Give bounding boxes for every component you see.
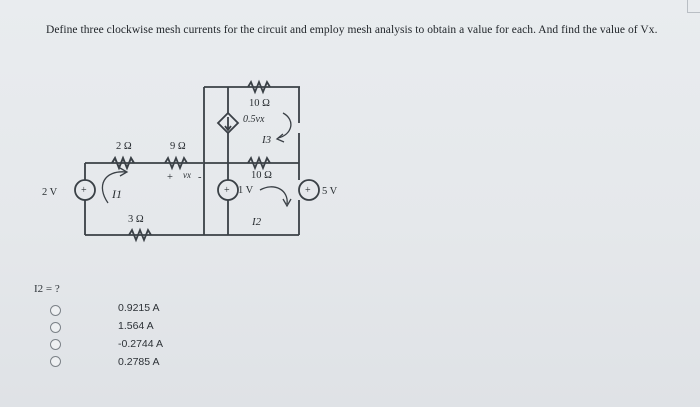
option-label-3[interactable]: -0.2744 A [118,338,163,350]
resistor-10-mid-zigzag [247,155,271,171]
source-5v-circle [298,179,320,201]
dependent-source-label: 0.5vx [243,114,265,125]
mesh-1-arrow [101,171,127,204]
source-5v-label: 5 V [322,186,338,197]
vx-minus: - [198,172,202,183]
resistor-2-zigzag [111,155,135,171]
mesh-3-label: I3 [261,134,272,146]
source-2v-circle [74,179,96,201]
mesh-3-arrow [277,112,292,139]
option-label-4[interactable]: 0.2785 A [118,356,160,368]
page-corner [687,0,700,13]
vx-plus: + [167,172,173,183]
source-2v-plus: + [81,185,87,196]
source-1v-plus: + [224,185,230,196]
option-label-2[interactable]: 1.564 A [118,320,154,332]
resistor-9-zigzag [164,155,188,171]
option-radio-3[interactable] [50,339,61,350]
resistor-10-mid-label: 10 Ω [251,170,272,181]
mesh-2-label: I2 [251,216,262,228]
mesh-2-arrow [259,186,288,205]
option-label-1[interactable]: 0.9215 A [118,302,160,314]
answer-prompt: I2 = ? [34,283,60,295]
resistor-9-label: 9 Ω [170,141,186,152]
option-radio-4[interactable] [50,356,61,367]
resistor-10-top-zigzag [247,79,271,95]
source-1v-label: 1 V [238,185,254,196]
resistor-3-zigzag [128,227,152,243]
resistor-2-label: 2 Ω [116,141,132,152]
mesh-1-label: I1 [111,187,122,201]
question-text: Define three clockwise mesh currents for… [46,24,658,36]
option-radio-2[interactable] [50,322,61,333]
source-2v-label: 2 V [42,187,58,198]
source-5v-plus: + [305,185,311,196]
resistor-10-top-label: 10 Ω [249,98,270,109]
resistor-3-label: 3 Ω [128,214,144,225]
vx-label: vx [183,170,191,180]
option-radio-1[interactable] [50,305,61,316]
dependent-source-diamond [216,111,240,135]
